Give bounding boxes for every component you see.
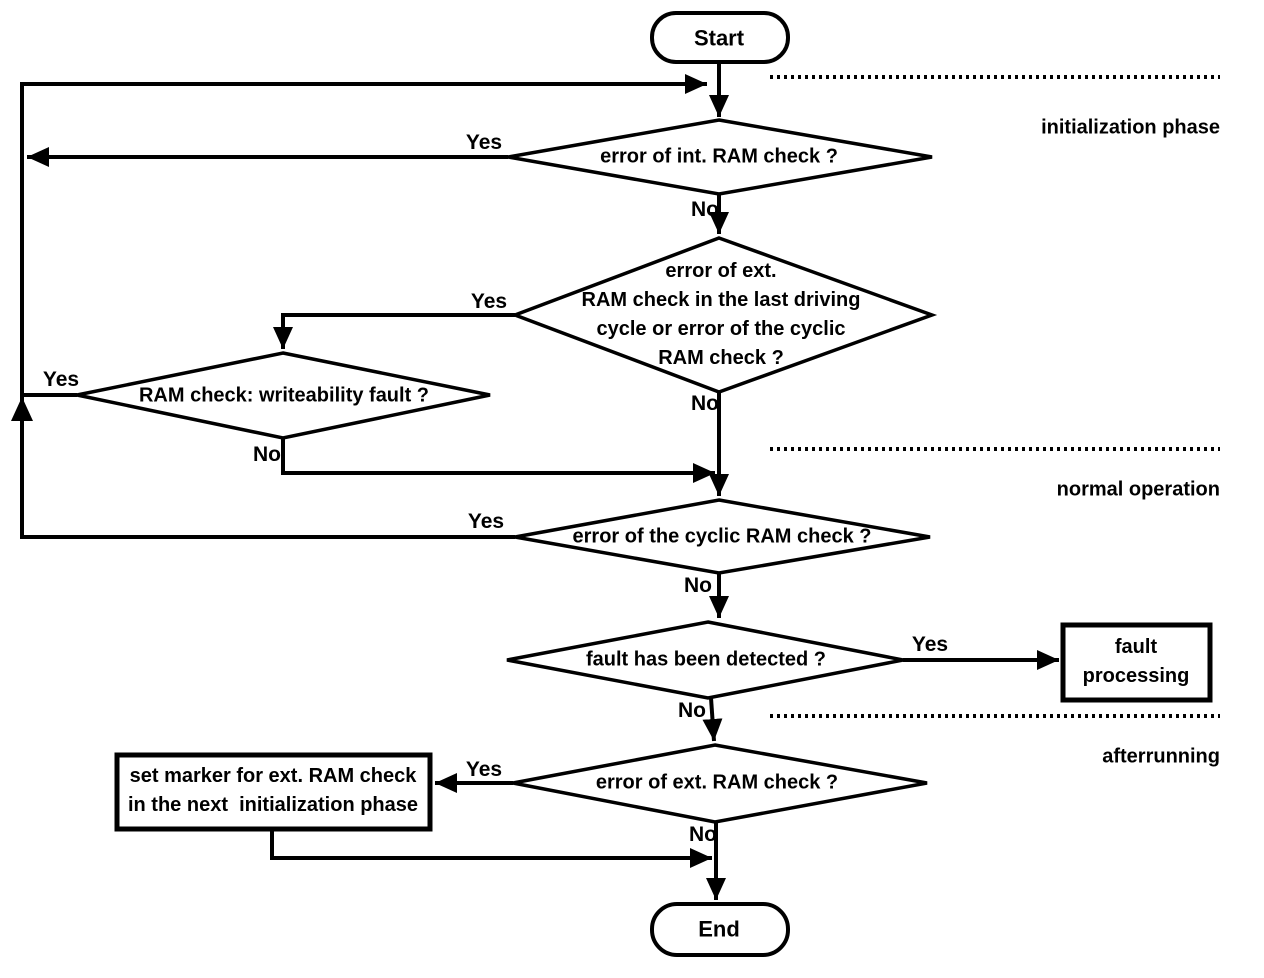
edge-label-no-cyclic-ram: No xyxy=(684,574,712,597)
edge-fault-detected-no xyxy=(702,697,723,742)
phase-label-initialization: initialization phase xyxy=(1041,116,1220,139)
loop-rail-up-arrowhead xyxy=(11,397,33,421)
edge-label-yes-fault-detected: Yes xyxy=(911,633,949,656)
edge-label-no-fault-detected: No xyxy=(678,699,706,722)
edge-ext-ram-driving-yes xyxy=(273,313,515,349)
decision-ext-ram-check xyxy=(512,743,928,824)
end-node xyxy=(650,902,790,957)
decision-fault-detected-label: fault has been detected ? xyxy=(585,648,827,671)
decision-int-ram-label: error of int. RAM check ? xyxy=(600,145,838,168)
edge-label-yes-ext-ram-driving: Yes xyxy=(470,290,508,313)
edge-label-yes-writeability: Yes xyxy=(42,368,80,391)
decision-writeability-label: RAM check: writeability fault ? xyxy=(138,384,430,407)
edge-label-no-writeability: No xyxy=(253,443,281,466)
edge-loop-rail xyxy=(20,74,707,539)
fault-processing-label: fault processing xyxy=(1082,636,1190,687)
edge-label-yes-cyclic-ram: Yes xyxy=(467,510,505,533)
edge-label-no-ext-ram: No xyxy=(689,823,717,846)
phase-label-normal-operation: normal operation xyxy=(1056,478,1220,501)
decision-writeability-fault xyxy=(76,351,491,440)
decision-ext-ram-driving-label: error of ext. RAM check in the last driv… xyxy=(581,260,861,369)
phase-label-afterrunning: afterrunning xyxy=(1102,745,1220,768)
set-marker-label: set marker for ext. RAM check in the nex… xyxy=(127,765,419,816)
edge-label-yes-int-ram: Yes xyxy=(465,131,503,154)
process-fault-processing xyxy=(1060,622,1213,703)
start-node xyxy=(650,11,790,64)
decision-fault-detected xyxy=(506,620,904,700)
edge-writeability-no xyxy=(281,438,715,483)
decision-ext-ram-driving-cycle xyxy=(510,236,938,394)
end-label: End xyxy=(698,916,740,942)
decision-ext-ram-label: error of ext. RAM check ? xyxy=(595,771,839,794)
decision-cyclic-ram-label: error of the cyclic RAM check ? xyxy=(572,525,872,548)
edge-label-yes-ext-ram: Yes xyxy=(465,758,503,781)
edge-label-no-int-ram: No xyxy=(691,198,719,221)
process-set-marker xyxy=(114,752,433,832)
decision-int-ram-check xyxy=(507,118,933,196)
edge-label-no-ext-ram-driving: No xyxy=(691,392,719,415)
start-label: Start xyxy=(693,25,745,51)
decision-cyclic-ram-check xyxy=(514,498,931,575)
edge-set-marker-out xyxy=(270,829,712,868)
